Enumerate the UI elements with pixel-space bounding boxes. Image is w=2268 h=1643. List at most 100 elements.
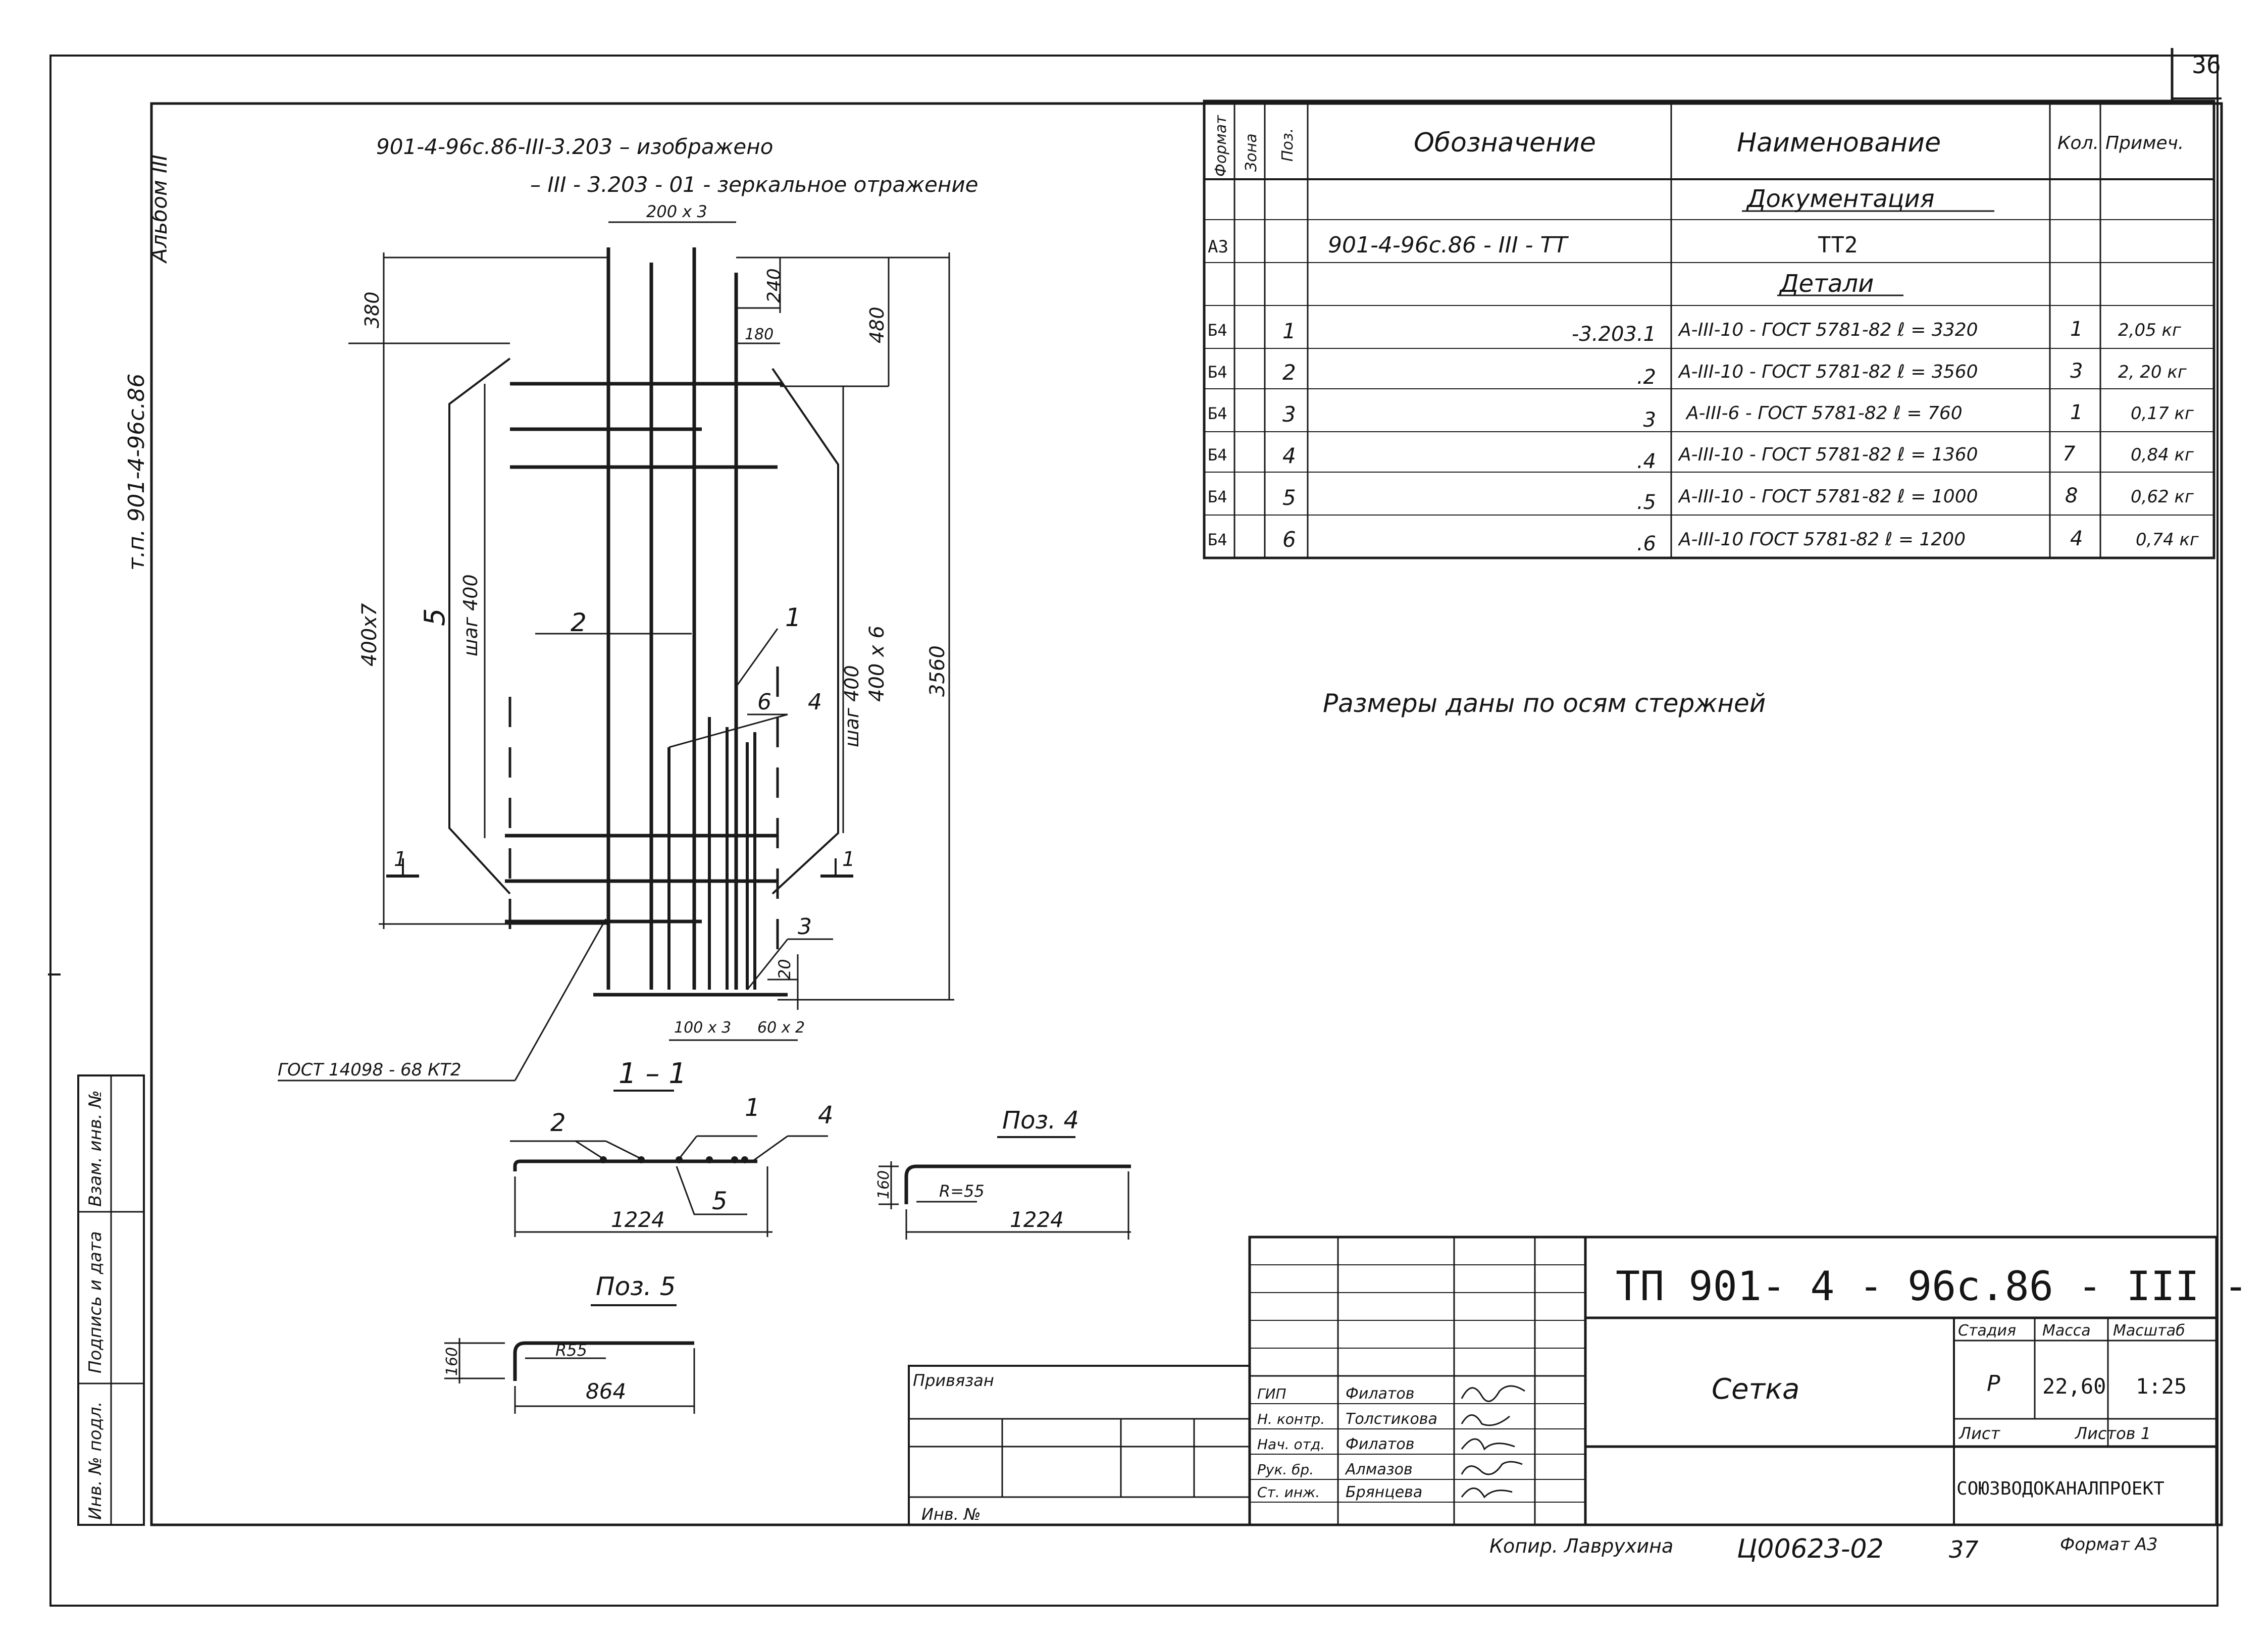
svg-text:Н. контр.: Н. контр. (1257, 1411, 1325, 1427)
title-block (908, 1236, 2218, 1526)
spec-header-zone: Зона (1243, 133, 1260, 172)
signatures (1461, 1385, 1525, 1499)
section-mark-left: 1 (386, 848, 419, 878)
section-mark-right: 1 (820, 848, 855, 878)
doc-row-format: А3 (1208, 237, 1228, 257)
svg-text:Филатов: Филатов (1346, 1435, 1414, 1453)
inv-label: Инв. № (921, 1505, 981, 1524)
dim-bottom-100x3: 100 x 3 (674, 1019, 731, 1037)
svg-text:1: 1 (394, 848, 406, 871)
svg-text:1: 1 (1282, 319, 1296, 343)
dim-top-right-180: 180 (745, 326, 774, 343)
spec-section-details: Детали (1779, 270, 1874, 298)
dim-left-400x7: 400x7 (358, 603, 381, 666)
ref-note-2: – III - 3.203 - 01 - зеркальное отражени… (530, 172, 978, 197)
spec-row-2: Б4 2 .2 А-III-10 - ГОСТ 5781-82 ℓ = 3560… (1208, 360, 2187, 389)
svg-text:6: 6 (1282, 527, 1296, 552)
copied-by: Копир. Лаврухина (1489, 1535, 1673, 1557)
side-stamp-cell-3: Инв. № подл. (85, 1401, 106, 1520)
album-label: Альбом III (147, 155, 172, 264)
spec-header-format: Формат (1212, 115, 1230, 177)
svg-text:Брянцева: Брянцева (1346, 1483, 1422, 1501)
svg-text:2, 20 кг: 2, 20 кг (2118, 362, 2187, 382)
callout-4: 4 (808, 689, 822, 715)
svg-text:3: 3 (2070, 360, 2083, 383)
spec-header-note: Примеч. (2105, 133, 2184, 153)
dim-right-480: 480 (866, 306, 888, 343)
title-scale-label: Масштаб (2113, 1322, 2185, 1340)
spec-header-name: Наименование (1737, 128, 1941, 158)
callout-1: 1 (785, 603, 801, 632)
sheet-frames (48, 48, 2223, 1607)
spec-row-4: Б4 4 .4 А-III-10 - ГОСТ 5781-82 ℓ = 1360… (1208, 442, 2194, 473)
spec-row-6: Б4 6 .6 А-III-10 ГОСТ 5781-82 ℓ = 1200 4… (1208, 527, 2199, 555)
section-callout-1: 1 (745, 1094, 760, 1122)
gost-label: ГОСТ 14098 - 68 КТ2 (278, 1060, 461, 1080)
title-mass-label: Масса (2042, 1322, 2091, 1340)
title-scale: 1:25 (2136, 1374, 2187, 1399)
spec-row-3: Б4 3 3 А-III-6 - ГОСТ 5781-82 ℓ = 760 1 … (1208, 401, 2194, 432)
project-code-side: т.п. 901-4-96с.86 (124, 374, 149, 571)
svg-text:Б4: Б4 (1208, 445, 1227, 465)
title-roles: ГИП Филатов Н. контр. Толстикова Нач. от… (1257, 1385, 1437, 1501)
svg-text:2,05 кг: 2,05 кг (2118, 320, 2182, 340)
svg-text:8: 8 (2065, 484, 2078, 507)
dim-pos5-label: 5 (419, 608, 451, 626)
page-number: 36 (2192, 51, 2221, 79)
svg-text:Б4: Б4 (1208, 487, 1227, 506)
pos4-title: Поз. 4 (1002, 1106, 1079, 1135)
dimensions-note: Размеры даны по осям стержней (1323, 689, 1766, 718)
format-note: Формат А3 (2060, 1534, 2158, 1555)
svg-text:0,84 кг: 0,84 кг (2131, 445, 2194, 465)
svg-text:Рук. бр.: Рук. бр. (1257, 1461, 1314, 1478)
svg-text:Филатов: Филатов (1346, 1385, 1414, 1403)
spec-table (1203, 99, 2215, 559)
svg-text:1: 1 (842, 848, 855, 871)
pos4-height: 160 (875, 1170, 893, 1199)
title-sheets-label: Листов 1 (2075, 1424, 2151, 1443)
pos4-shape (879, 1161, 1131, 1240)
side-stamp-cell-2: Подпись и дата (85, 1231, 106, 1373)
dim-left-step: шаг 400 (459, 574, 482, 656)
svg-text:Б4: Б4 (1208, 404, 1227, 423)
svg-text:3: 3 (1282, 402, 1296, 427)
callout-2: 2 (571, 608, 587, 637)
callout-leaders (278, 628, 833, 1082)
svg-text:ГИП: ГИП (1257, 1385, 1286, 1402)
pos4-length: 1224 (1010, 1207, 1064, 1232)
svg-text:4: 4 (1282, 443, 1296, 468)
spec-section-doc: Документация (1746, 185, 1935, 213)
title-mass: 22,60 (2042, 1374, 2106, 1399)
spec-header-qty: Кол. (2057, 133, 2099, 153)
dim-top-right-240: 240 (764, 268, 785, 303)
title-sheet-label: Лист (1958, 1424, 2000, 1443)
svg-text:7: 7 (2063, 442, 2076, 466)
mesh-plan (348, 221, 954, 1041)
pos5-length: 864 (586, 1379, 626, 1404)
side-stamp: Взам. инв. № Подпись и дата Инв. № подл. (77, 1074, 145, 1526)
ref-note-1: 901-4-96с.86-III-3.203 – изображено (376, 134, 773, 159)
dim-right-400x6: 400 x 6 (865, 626, 889, 702)
svg-text:Б4: Б4 (1208, 321, 1227, 340)
dim-top-span: 200 x 3 (646, 202, 707, 221)
dim-right-step: шаг 400 (841, 665, 863, 747)
title-stage: Р (1987, 1371, 2000, 1397)
svg-text:Толстикова: Толстикова (1346, 1410, 1437, 1428)
svg-text:0,17 кг: 0,17 кг (2131, 403, 2194, 424)
svg-text:Б4: Б4 (1208, 363, 1227, 382)
svg-text:3: 3 (1643, 408, 1656, 432)
svg-text:1: 1 (2070, 401, 2083, 424)
svg-text:А-III-10 - ГОСТ 5781-82 ℓ = 1: А-III-10 - ГОСТ 5781-82 ℓ = 1000 (1678, 486, 1978, 507)
svg-text:4: 4 (2070, 527, 2083, 550)
callout-3: 3 (798, 914, 812, 940)
svg-text:А-III-10 - ГОСТ 5781-82 ℓ = 3: А-III-10 - ГОСТ 5781-82 ℓ = 3560 (1678, 362, 1978, 382)
svg-text:.4: .4 (1637, 450, 1656, 473)
title-name: Сетка (1712, 1373, 1799, 1406)
dim-total-3560: 3560 (926, 645, 949, 697)
section-length: 1224 (611, 1207, 665, 1232)
dim-bottom-20: 20 (775, 959, 794, 980)
section-callout-5: 5 (712, 1187, 728, 1215)
pos5-shape (444, 1338, 695, 1414)
pos5-title: Поз. 5 (596, 1272, 676, 1301)
spec-row-1: Б4 1 -3.203.1 А-III-10 - ГОСТ 5781-82 ℓ … (1208, 318, 2182, 346)
